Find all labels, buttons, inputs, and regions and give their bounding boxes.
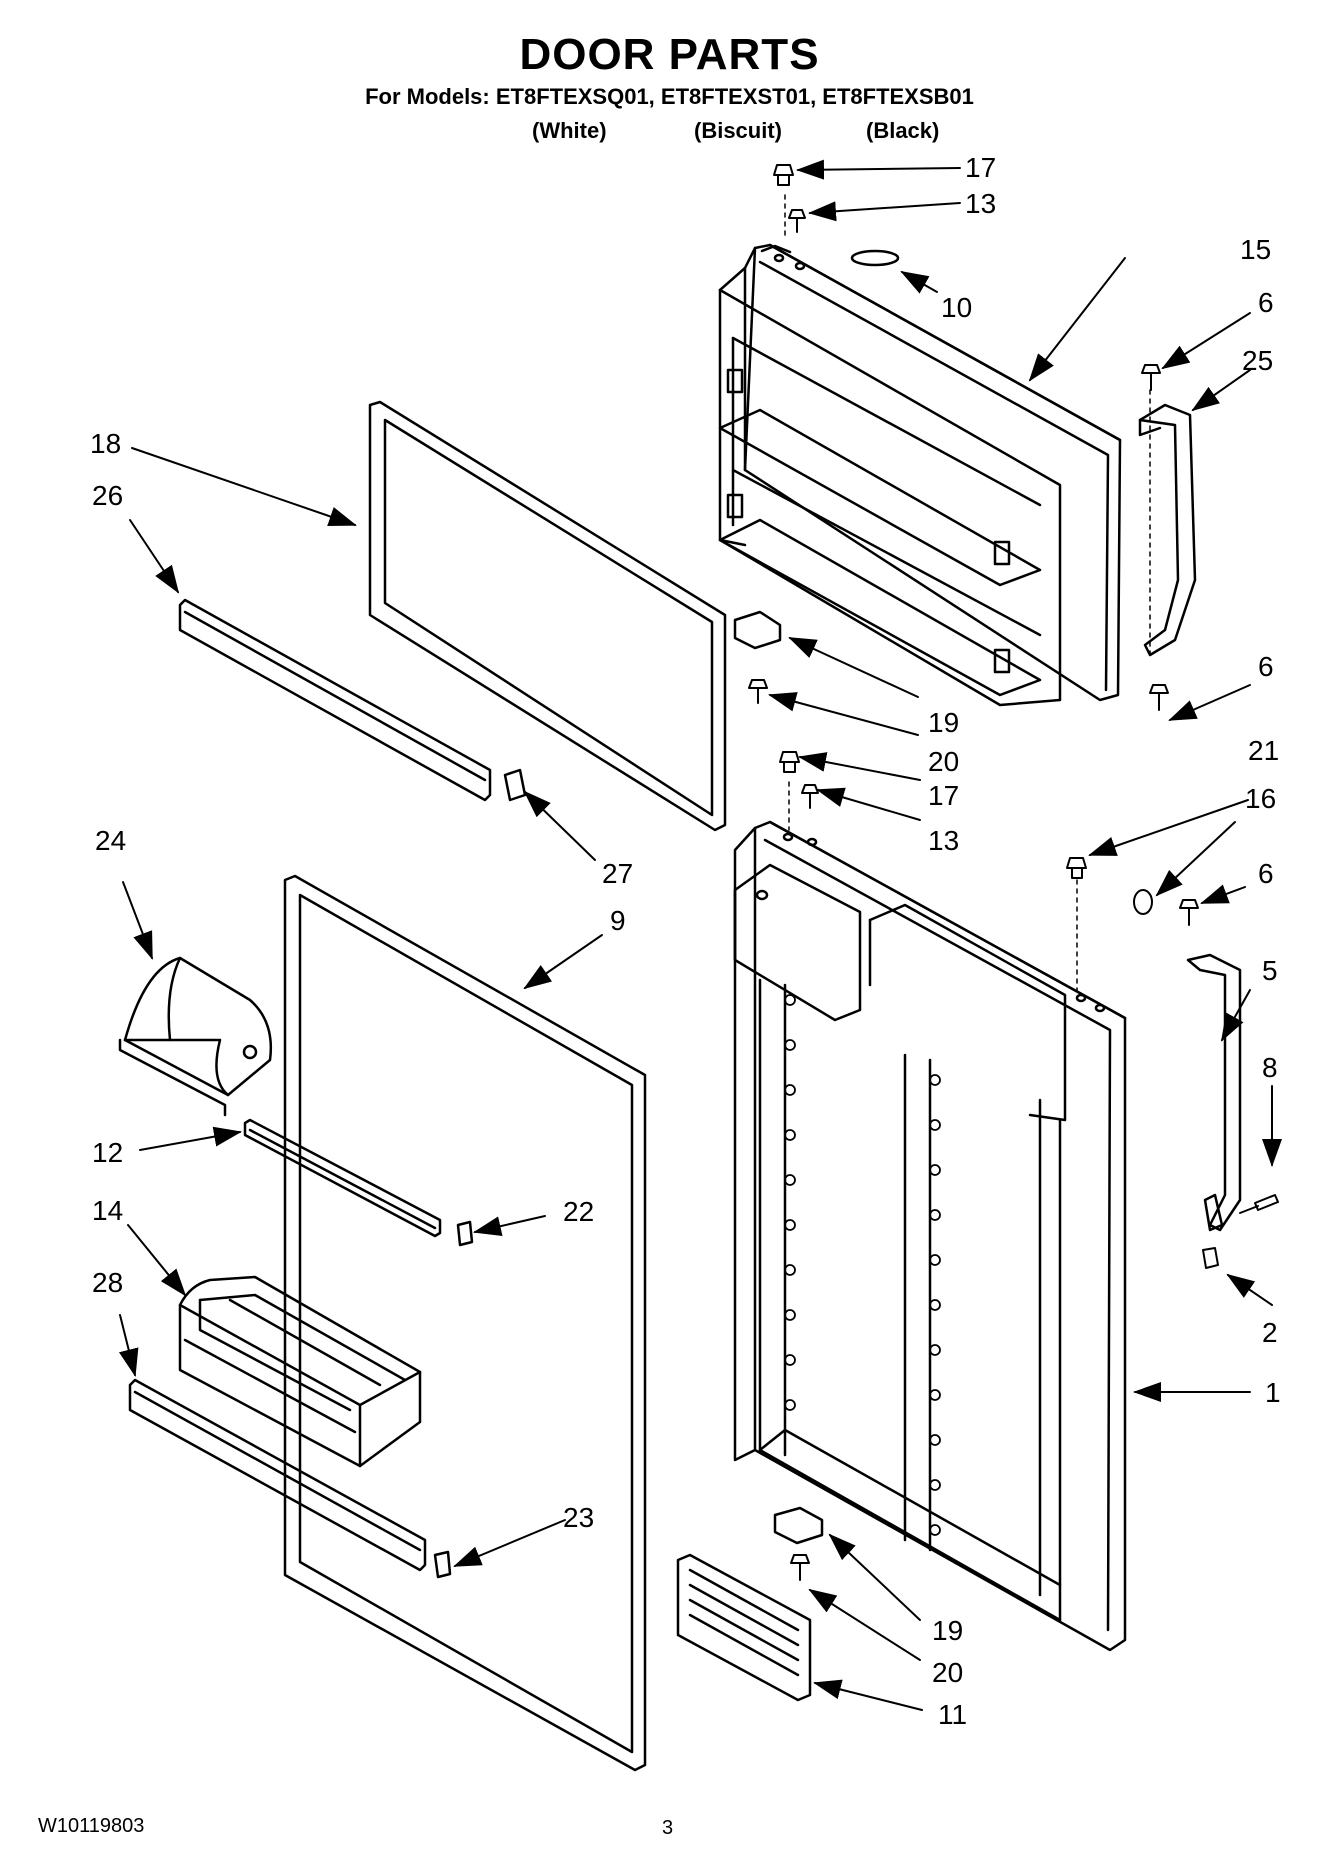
callout-23: 23 xyxy=(563,1502,594,1533)
callout-10: 10 xyxy=(941,292,972,323)
callout-25: 25 xyxy=(1242,345,1273,376)
freezer-trim-strip xyxy=(178,598,527,802)
callout-20-a: 20 xyxy=(928,746,959,777)
callout-28: 28 xyxy=(92,1267,123,1298)
leader-lines xyxy=(118,159,1282,1711)
callout-19-b: 19 xyxy=(932,1615,963,1646)
variant-black: (Black) xyxy=(866,118,940,143)
callout-2: 2 xyxy=(1262,1317,1278,1348)
page-title: DOOR PARTS xyxy=(519,30,820,79)
callout-14: 14 xyxy=(92,1195,123,1226)
callout-20-b: 20 xyxy=(932,1657,963,1688)
callout-18: 18 xyxy=(90,428,121,459)
callout-26: 26 xyxy=(92,480,123,511)
callout-17: 17 xyxy=(965,152,996,183)
fresh-food-door-liner xyxy=(733,820,1127,1652)
callout-24: 24 xyxy=(95,825,126,856)
freezer-door-liner xyxy=(718,243,1122,707)
shelf-retainer-trim xyxy=(243,1118,474,1247)
center-hinge xyxy=(1186,953,1242,1232)
callout-13: 13 xyxy=(965,188,996,219)
page-number: 3 xyxy=(662,1817,674,1839)
callout-5: 5 xyxy=(1262,955,1278,986)
variant-biscuit: (Biscuit) xyxy=(694,118,782,143)
callout-21: 21 xyxy=(1248,735,1279,766)
callout-8: 8 xyxy=(1262,1052,1278,1083)
document-number: W10119803 xyxy=(38,1815,145,1837)
callout-6-b: 6 xyxy=(1258,651,1274,682)
freezer-door-gasket xyxy=(368,400,727,832)
callout-1: 1 xyxy=(1265,1377,1281,1408)
callout-15: 15 xyxy=(1240,234,1271,265)
callout-6-c: 6 xyxy=(1258,858,1274,889)
callout-12: 12 xyxy=(92,1137,123,1168)
callout-9: 9 xyxy=(610,905,626,936)
small-hardware xyxy=(748,164,1279,1581)
callout-13-b: 13 xyxy=(928,825,959,856)
callout-22: 22 xyxy=(563,1196,594,1227)
lower-hinge-assembly xyxy=(733,610,824,1545)
callout-17-b: 17 xyxy=(928,780,959,811)
toe-grille xyxy=(676,1553,812,1702)
callout-27: 27 xyxy=(602,858,633,889)
dairy-compartment-door xyxy=(118,956,272,1117)
upper-hinge xyxy=(1138,389,1197,661)
callout-16: 16 xyxy=(1245,783,1276,814)
callout-labels: 17 13 10 15 6 25 18 26 19 20 6 21 17 13 … xyxy=(90,152,1281,1730)
models-line: For Models: ET8FTEXSQ01, ET8FTEXST01, ET… xyxy=(365,84,974,109)
fresh-food-door-gasket xyxy=(283,874,647,1772)
callout-11: 11 xyxy=(938,1699,967,1730)
door-shelf-bin xyxy=(178,1275,422,1468)
bottom-door-trim xyxy=(128,1378,452,1579)
callout-19-a: 19 xyxy=(928,707,959,738)
callout-6-a: 6 xyxy=(1258,287,1274,318)
variant-white: (White) xyxy=(532,118,607,143)
